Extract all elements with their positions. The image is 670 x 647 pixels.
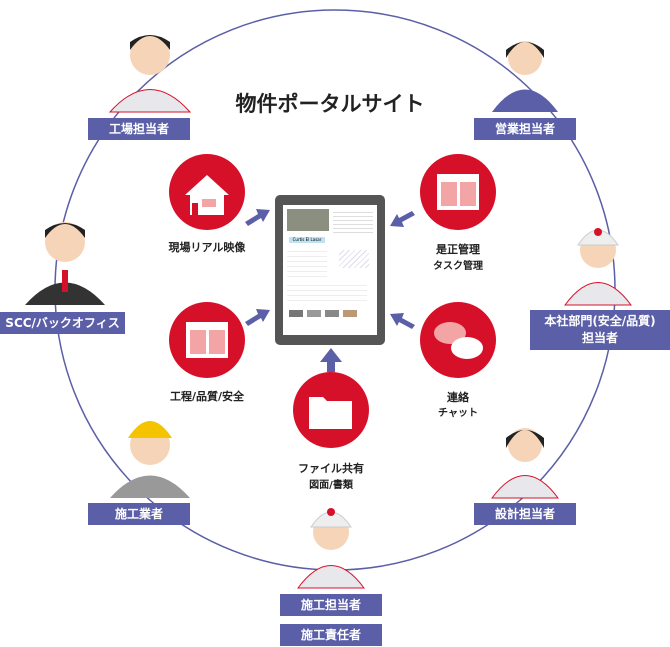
page-title: 物件ポータルサイト <box>235 92 425 116</box>
design-person-icon <box>491 428 559 499</box>
files-sublabel: 図面/書類 <box>309 480 353 491</box>
arrow-icon <box>245 309 270 326</box>
correction-label: 是正管理 <box>436 243 480 256</box>
tablet-screen: Curtis El Lasar <box>283 205 377 335</box>
screen-heading: Curtis El Lasar <box>289 237 325 243</box>
person-icons <box>25 35 632 589</box>
role-hq: 本社部門(安全/品質) 担当者 <box>530 310 670 350</box>
chat-sublabel: チャット <box>438 408 478 419</box>
role-contractor: 施工業者 <box>88 503 190 525</box>
role-site-manager: 施工責任者 <box>280 624 382 646</box>
task-label: タスク管理 <box>433 261 483 272</box>
hq-person-icon <box>564 228 632 306</box>
role-site-staff: 施工担当者 <box>280 594 382 616</box>
chat-feature-icon <box>420 302 496 378</box>
folder-feature-icon <box>293 372 369 448</box>
role-hq-line1: 本社部門(安全/品質) <box>544 314 656 328</box>
role-scc: SCC/バックオフィス <box>0 312 125 334</box>
role-design: 設計担当者 <box>474 503 576 525</box>
house-feature-icon <box>169 154 245 230</box>
process-label: 工程/品質/安全 <box>169 390 245 403</box>
sales-person-icon <box>492 41 558 112</box>
correction-feature-icon <box>420 154 496 230</box>
files-label: ファイル共有 <box>298 462 364 475</box>
arrows <box>245 209 415 372</box>
contractor-person-icon <box>110 421 190 498</box>
arrow-icon <box>320 348 342 372</box>
role-factory: 工場担当者 <box>88 118 190 140</box>
role-hq-line2: 担当者 <box>581 331 618 345</box>
chat-label: 連絡 <box>447 391 469 404</box>
factory-person-icon <box>108 35 192 113</box>
live-video-label: 現場リアル映像 <box>168 241 246 254</box>
arrow-icon <box>245 209 270 226</box>
role-sales: 営業担当者 <box>474 118 576 140</box>
arrow-icon <box>390 313 415 329</box>
site-person-icon <box>297 508 365 589</box>
arrow-icon <box>390 211 415 227</box>
scc-person-icon <box>25 222 105 305</box>
schedule-feature-icon <box>169 302 245 378</box>
tablet-screenshot: Curtis El Lasar <box>275 195 385 345</box>
